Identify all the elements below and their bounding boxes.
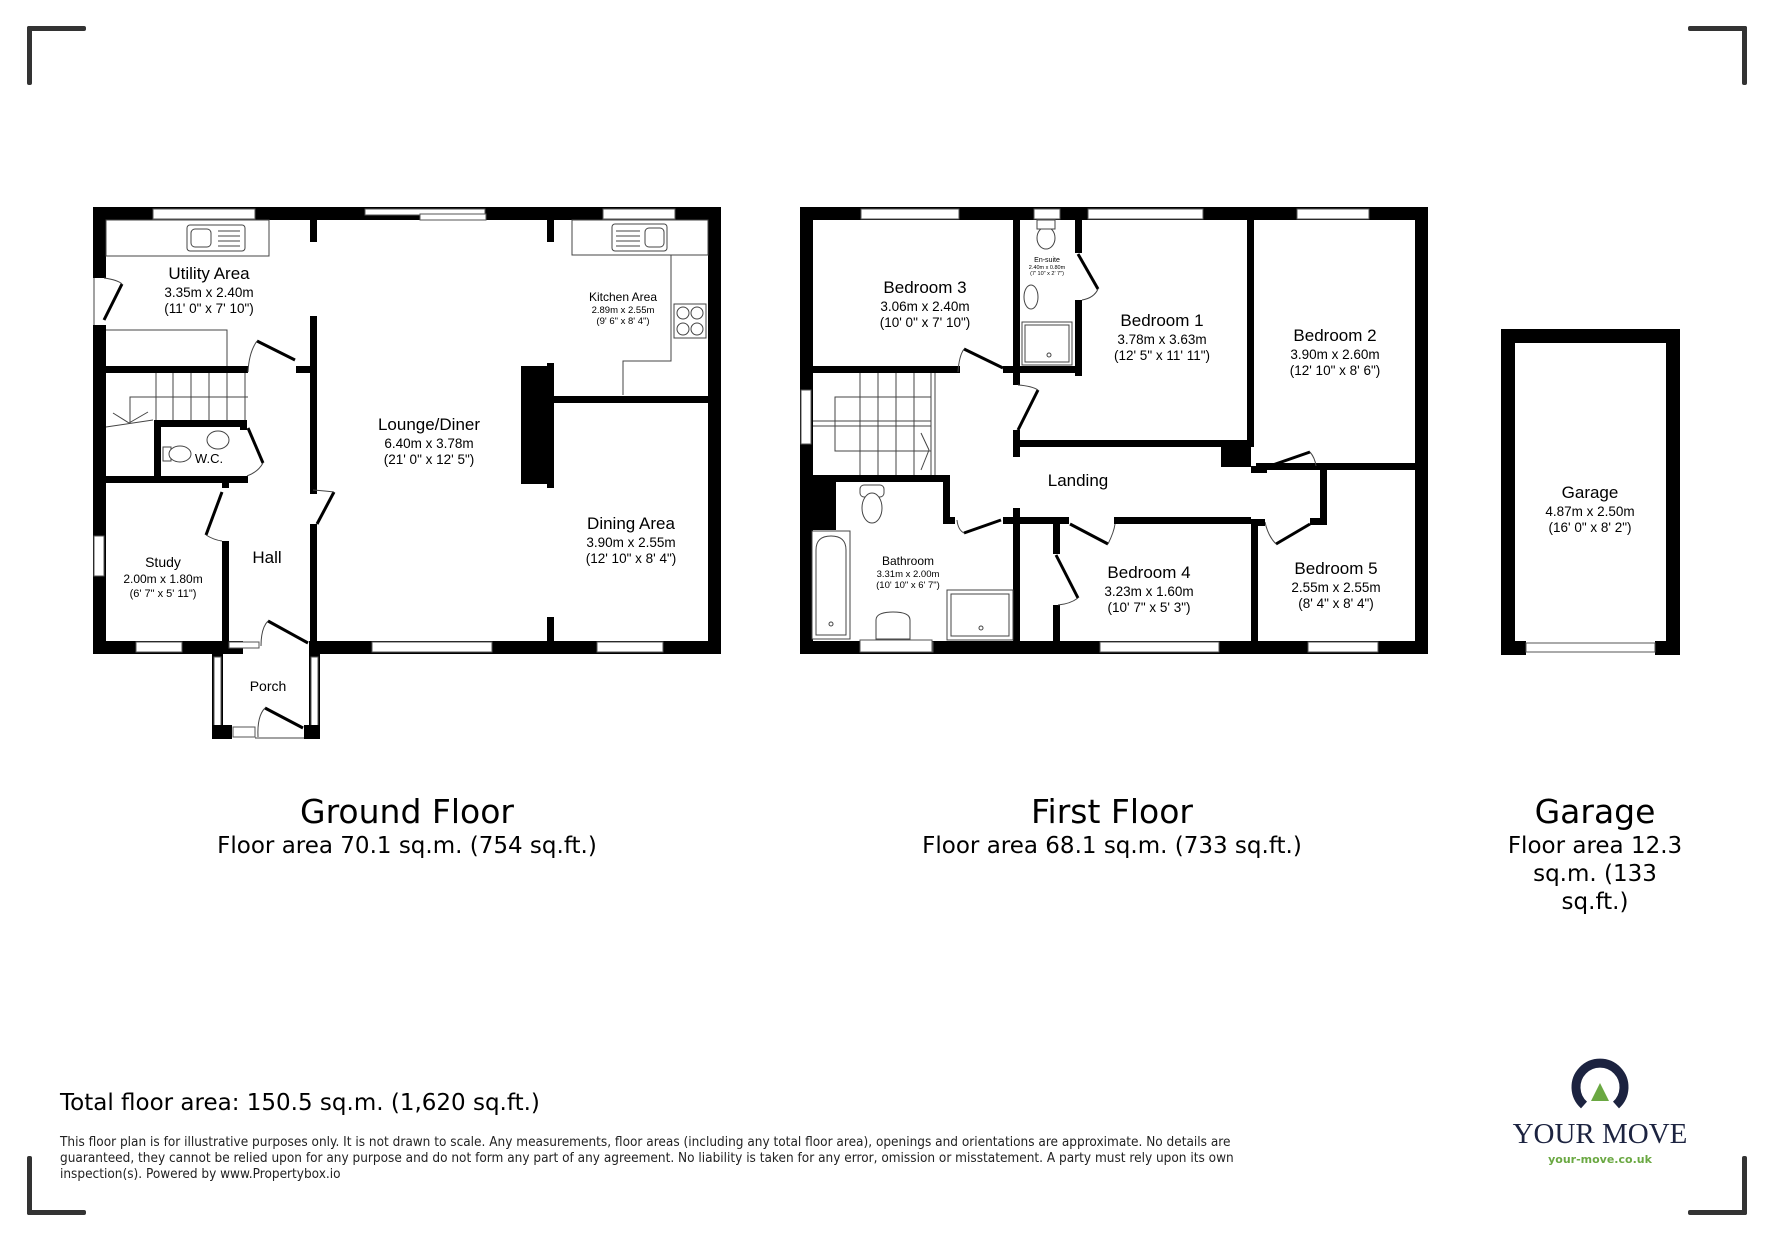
room-label-wc: W.C.	[195, 451, 223, 466]
garage-caption: Garage Floor area 12.3 sq.m. (133 sq.ft.…	[1480, 792, 1710, 916]
room-dims-metric: 3.90m x 2.55m	[586, 535, 675, 550]
window	[371, 641, 493, 653]
hob-icon	[673, 303, 707, 339]
room-label-bedroom2: Bedroom 2	[1293, 326, 1376, 345]
room-dims-imperial: (12' 10" x 8' 6")	[1290, 363, 1381, 378]
room-dims-metric: 3.90m x 2.60m	[1290, 347, 1379, 362]
room-label-lounge: Lounge/Diner	[378, 415, 480, 434]
porch-structure	[212, 619, 320, 739]
room-label-hall: Hall	[252, 548, 281, 567]
room-dims-imperial: (6' 7" x 5' 11")	[130, 588, 197, 600]
toilet-icon	[861, 492, 883, 524]
your-move-logo: YOUR MOVE your-move.co.uk	[1505, 1055, 1695, 1166]
room-dims-imperial: (7' 10" x 2' 7")	[1030, 271, 1064, 277]
your-move-arch-icon	[1571, 1058, 1629, 1109]
room-dims-imperial: (10' 0" x 7' 10")	[880, 315, 971, 330]
room-dims-metric: 3.06m x 2.40m	[880, 299, 969, 314]
disclaimer-line: inspection(s). Powered by www.Propertybo…	[60, 1167, 341, 1182]
crop-mark-top-right-v	[1742, 26, 1747, 85]
window	[135, 641, 183, 653]
room-dims-imperial: (12' 5" x 11' 11")	[1114, 348, 1210, 363]
garage-plan	[1501, 329, 1680, 655]
room-dims-metric: 3.78m x 3.63m	[1117, 332, 1206, 347]
room-dims-imperial: (10' 10" x 6' 7")	[876, 580, 940, 591]
window	[93, 535, 105, 577]
staircase	[813, 373, 936, 475]
crop-mark-top-right-h	[1688, 26, 1747, 31]
room-label-study: Study	[145, 554, 181, 570]
room-dims-metric: 2.00m x 1.80m	[123, 572, 202, 586]
room-label-dining: Dining Area	[587, 514, 675, 533]
room-dims-imperial: (9' 6" x 8' 4")	[596, 316, 649, 327]
total-floor-area: Total floor area: 150.5 sq.m. (1,620 sq.…	[60, 1090, 540, 1116]
first-floor-plan	[800, 207, 1428, 654]
shower-tray-icon	[1021, 321, 1073, 366]
floor-area-line: sq.m. (133	[1533, 861, 1657, 887]
crop-mark-bottom-left-v	[27, 1156, 32, 1215]
window	[152, 208, 256, 220]
disclaimer-line: guaranteed, they cannot be relied upon f…	[60, 1151, 1234, 1166]
room-dims-metric: 3.23m x 1.60m	[1104, 584, 1193, 599]
basin-icon	[206, 430, 230, 450]
ground-floor-caption: Ground Floor Floor area 70.1 sq.m. (754 …	[157, 792, 657, 860]
bathtub-icon	[811, 530, 851, 640]
room-label-bedroom5: Bedroom 5	[1294, 559, 1377, 578]
shower-tray-icon	[946, 589, 1014, 641]
room-label-bathroom: Bathroom	[882, 554, 934, 568]
room-dims-metric: 3.35m x 2.40m	[164, 285, 253, 300]
room-dims-metric: 2.89m x 2.55m	[592, 305, 655, 316]
logo-brand-name: YOUR MOVE	[1512, 1118, 1688, 1150]
room-label-bedroom3: Bedroom 3	[883, 278, 966, 297]
crop-mark-top-left-v	[27, 26, 32, 85]
room-dims-imperial: (11' 0" x 7' 10")	[164, 301, 254, 316]
first-floor-caption: First Floor Floor area 68.1 sq.m. (733 s…	[862, 792, 1362, 860]
room-dims-imperial: (10' 7" x 5' 3")	[1107, 600, 1190, 615]
floor-title: First Floor	[1030, 792, 1194, 831]
room-label-garage: Garage	[1562, 483, 1619, 502]
room-label-kitchen: Kitchen Area	[589, 290, 657, 304]
room-label-ensuite: En-suite	[1034, 257, 1060, 264]
room-dims-imperial: (21' 0" x 12' 5")	[384, 452, 475, 467]
window	[602, 208, 676, 220]
crop-mark-bottom-right-v	[1742, 1156, 1747, 1215]
room-label-bedroom1: Bedroom 1	[1120, 311, 1203, 330]
room-dims-imperial: (16' 0" x 8' 2")	[1548, 520, 1631, 535]
basin-icon	[1023, 284, 1039, 310]
room-label-landing: Landing	[1048, 471, 1109, 490]
staircase	[105, 373, 248, 428]
floor-area: Floor area 70.1 sq.m. (754 sq.ft.)	[217, 833, 597, 859]
floor-area-line: Floor area 12.3	[1507, 833, 1683, 859]
floor-area-line: sq.ft.)	[1561, 889, 1629, 915]
room-dims-imperial: (12' 10" x 8' 4")	[586, 551, 677, 566]
room-dims-metric: 6.40m x 3.78m	[384, 436, 473, 451]
window	[596, 641, 664, 653]
room-label-utility: Utility Area	[168, 264, 250, 283]
room-dims-metric: 2.55m x 2.55m	[1291, 580, 1380, 595]
ground-floor-plan	[93, 207, 721, 739]
disclaimer-line: This floor plan is for illustrative purp…	[60, 1135, 1231, 1150]
disclaimer: This floor plan is for illustrative purp…	[60, 1135, 1325, 1183]
basin-icon	[875, 611, 911, 640]
crop-mark-bottom-left-h	[27, 1210, 86, 1215]
room-dims-metric: 4.87m x 2.50m	[1545, 504, 1634, 519]
floor-area: Floor area 68.1 sq.m. (733 sq.ft.)	[922, 833, 1302, 859]
floor-title: Garage	[1534, 792, 1656, 831]
room-label-porch: Porch	[250, 678, 287, 694]
room-dims-metric: 2.40m x 0.80m	[1029, 265, 1066, 271]
crop-mark-top-left-h	[27, 26, 86, 31]
crop-mark-bottom-right-h	[1688, 1210, 1747, 1215]
room-dims-imperial: (8' 4" x 8' 4")	[1298, 596, 1374, 611]
logo-url: your-move.co.uk	[1548, 1153, 1652, 1166]
garage-door	[1525, 642, 1656, 653]
room-label-bedroom4: Bedroom 4	[1107, 563, 1190, 582]
floor-title: Ground Floor	[300, 792, 514, 831]
room-dims-metric: 3.31m x 2.00m	[877, 569, 940, 580]
toilet-icon	[1036, 226, 1056, 250]
toilet-icon	[168, 445, 192, 463]
